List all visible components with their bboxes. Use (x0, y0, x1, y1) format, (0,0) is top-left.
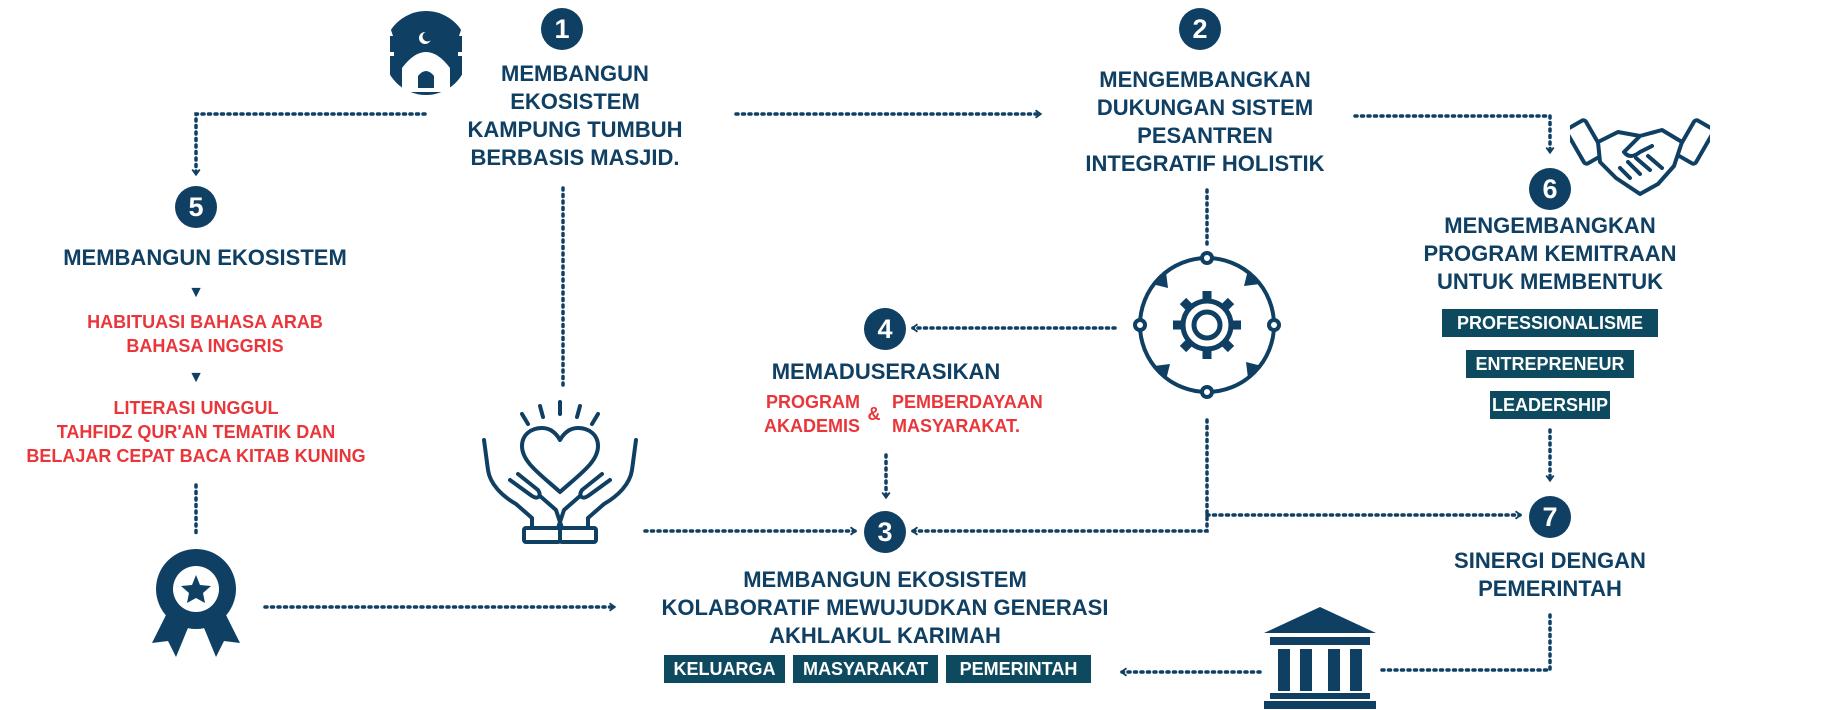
step-3-tag-pemerintah: PEMERINTAH (946, 655, 1091, 683)
step-3-tag-keluarga: KELUARGA (664, 655, 785, 683)
government-building-icon (1264, 607, 1376, 709)
step-7-title: SINERGI DENGAN PEMERINTAH (1454, 548, 1646, 601)
step-7-badge: 7 (1529, 496, 1571, 538)
connector-2-to-6 (1353, 114, 1555, 155)
step-5-chevron-down-icon: ▼ (188, 284, 204, 301)
gear-cycle-icon (1133, 251, 1281, 399)
connector-gear-to-3 (910, 418, 1209, 536)
step-6-badge: 6 (1529, 168, 1571, 210)
step-3-tag-masyarakat: MASYARAKAT (793, 655, 938, 683)
connector-1-to-5 (191, 112, 427, 177)
step-5-badge: 5 (175, 186, 217, 228)
step-6-tag-entrepreneur: ENTREPRENEUR (1466, 350, 1634, 378)
step-4-left-text: PROGRAM AKADEMIS (763, 392, 860, 436)
step-2-badge: 2 (1179, 8, 1221, 50)
step-6-title: MENGEMBANGKAN PROGRAM KEMITRAAN UNTUK ME… (1423, 213, 1677, 294)
step-4-ampersand: & (867, 404, 881, 424)
step-4-title: MEMADUSERASIKAN (771, 359, 1001, 384)
award-ribbon-icon (152, 549, 240, 657)
step-6-tag-leadership: LEADERSHIP (1490, 391, 1610, 419)
step-1-badge: 1 (541, 8, 583, 50)
step-5-title: MEMBANGUN EKOSISTEM (63, 245, 347, 270)
handshake-icon (1570, 118, 1710, 196)
step-5-chevron-down-icon-2: ▼ (188, 369, 204, 386)
step-6-tag-professionalisme: PROFESSIONALISME (1442, 309, 1658, 337)
step-3-badge: 3 (864, 511, 906, 553)
step-5-group-1: HABITUASI BAHASA ARAB BAHASA INGGRIS (87, 312, 323, 356)
step-4-right-text: PEMBERDAYAAN MASYARAKAT. (892, 392, 1043, 436)
step-2-title: MENGEMBANGKAN DUKUNGAN SISTEM PESANTREN … (1085, 67, 1325, 176)
step-5-group-2: LITERASI UNGGUL TAHFIDZ QUR'AN TEMATIK D… (26, 398, 366, 466)
mosque-icon (358, 11, 488, 95)
heart-hands-icon (482, 400, 638, 544)
connector-7-to-building (1378, 613, 1552, 672)
step-4-badge: 4 (864, 308, 906, 350)
step-1-title: MEMBANGUN EKOSISTEM KAMPUNG TUMBUH BERBA… (467, 61, 683, 170)
step-3-title: MEMBANGUN EKOSISTEM KOLABORATIF MEWUJUDK… (661, 567, 1109, 648)
